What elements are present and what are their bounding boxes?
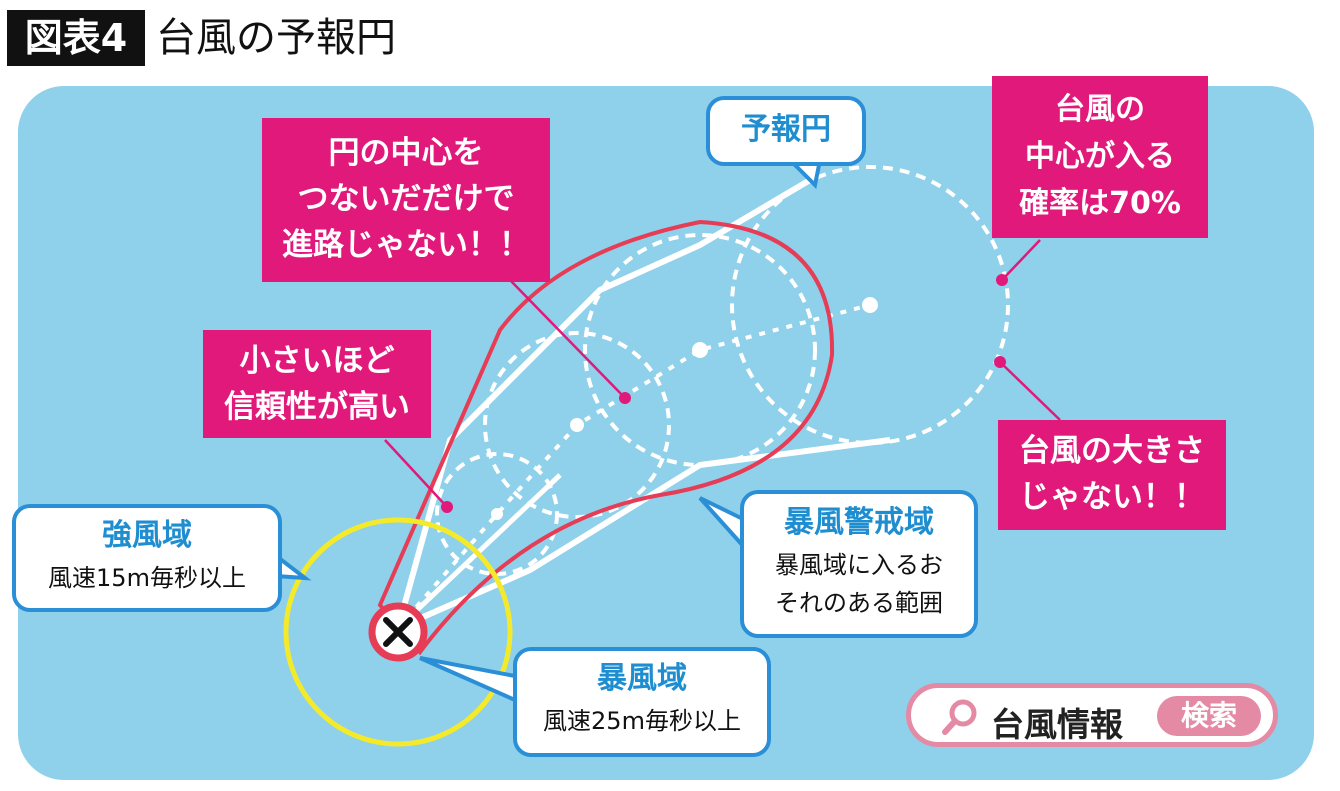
strong-wind-label: 強風域 風速15m毎秒以上: [12, 504, 282, 612]
note-size: 台風の大きさ じゃない！！: [998, 420, 1226, 530]
search-query[interactable]: 台風情報: [991, 705, 1123, 744]
search-button[interactable]: 検索: [1157, 696, 1261, 736]
storm-warning-desc-1: 暴風域に入るお: [775, 551, 943, 579]
leader-probability-note: [1001, 239, 1041, 281]
storm-warning-desc-2: それのある範囲: [775, 589, 943, 617]
strong-wind-circle: [283, 517, 513, 747]
leader-size-note: [999, 361, 1061, 421]
note-path-line-3: 進路じゃない！！: [282, 227, 530, 263]
storm-warning-title: 暴風警戒域: [784, 505, 934, 540]
note-reliability: 小さいほど 信頼性が高い: [203, 330, 431, 438]
forecast-circle-2: [483, 331, 671, 519]
figure-number: 図表4: [7, 10, 145, 66]
center-dot-4: [862, 297, 878, 313]
forecast-circle-3: [583, 233, 817, 467]
warning-outline-upper: [395, 177, 812, 629]
note-probability-line-3: 確率は70%: [1019, 186, 1181, 221]
forecast-circle-label: 予報円: [706, 96, 866, 166]
typhoon-center-mark: [383, 617, 413, 647]
note-path-line-1: 円の中心を: [328, 135, 484, 171]
note-size-line-1: 台風の大きさ: [1019, 433, 1205, 469]
note-size-line-2: じゃない！！: [1019, 479, 1205, 515]
leader-small-note: [384, 439, 448, 508]
forecast-circle-1: [435, 452, 559, 576]
forecast-circle-4: [730, 165, 1010, 445]
note-probability: 台風の 中心が入る 確率は70%: [992, 76, 1208, 238]
center-dot-1: [491, 508, 503, 520]
forecast-circle-title: 予報円: [741, 112, 831, 147]
note-reliability-line-2: 信頼性が高い: [224, 389, 410, 425]
strong-wind-title: 強風域: [102, 518, 192, 553]
storm-warning-label: 暴風警戒域 暴風域に入るお それのある範囲: [740, 490, 978, 638]
search-box[interactable]: 台風情報 検索: [906, 683, 1278, 747]
storm-warning-area: [377, 219, 835, 656]
search-icon: [942, 699, 977, 735]
center-dot-3: [692, 342, 708, 358]
center-dot-2: [570, 418, 584, 432]
strong-wind-desc: 風速15m毎秒以上: [48, 564, 246, 592]
storm-zone-desc: 風速25m毎秒以上: [543, 707, 741, 735]
note-path-line-2: つないだだけで: [297, 181, 515, 217]
note-path: 円の中心を つないだだけで 進路じゃない！！: [262, 118, 550, 282]
storm-zone-title: 暴風域: [597, 661, 687, 696]
leader-path-note: [509, 279, 626, 399]
page-title: 台風の予報円: [156, 15, 396, 61]
note-reliability-line-1: 小さいほど: [239, 343, 395, 379]
storm-zone-label: 暴風域 風速25m毎秒以上: [513, 647, 771, 757]
note-probability-line-1: 台風の: [1055, 92, 1145, 127]
note-probability-line-2: 中心が入る: [1025, 139, 1175, 174]
